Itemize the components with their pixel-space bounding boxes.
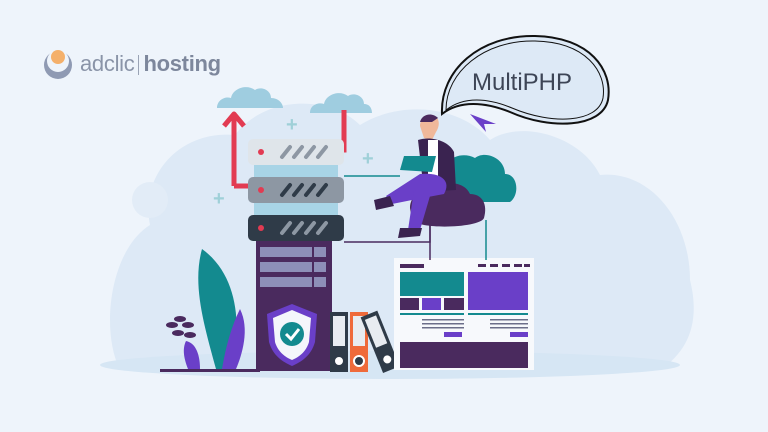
- paper-plane-icon: [470, 114, 496, 132]
- file-binders: [330, 310, 400, 373]
- brand-logo: adclic hosting: [42, 48, 221, 80]
- brand-name-light: adclic: [80, 51, 135, 76]
- cloud-icon: [217, 87, 283, 108]
- security-shield-check-icon: [267, 304, 317, 366]
- plus-decoration-icon: +: [362, 148, 374, 170]
- crescent-moon-logo-icon: [44, 50, 72, 79]
- brand-separator: [138, 55, 140, 76]
- brand-name-bold: hosting: [143, 51, 221, 76]
- brand-name: adclic hosting: [80, 51, 221, 77]
- speech-bubble-text: MultiPHP: [472, 69, 573, 96]
- website-layout-mockup: [394, 258, 534, 370]
- person-with-laptop-on-cloud: [374, 114, 517, 238]
- plus-decoration-icon: +: [213, 188, 225, 210]
- cloud-icon: [310, 93, 372, 113]
- speech-bubble: [440, 34, 610, 125]
- plus-decoration-icon: +: [286, 114, 298, 136]
- plant-decoration: [160, 249, 260, 372]
